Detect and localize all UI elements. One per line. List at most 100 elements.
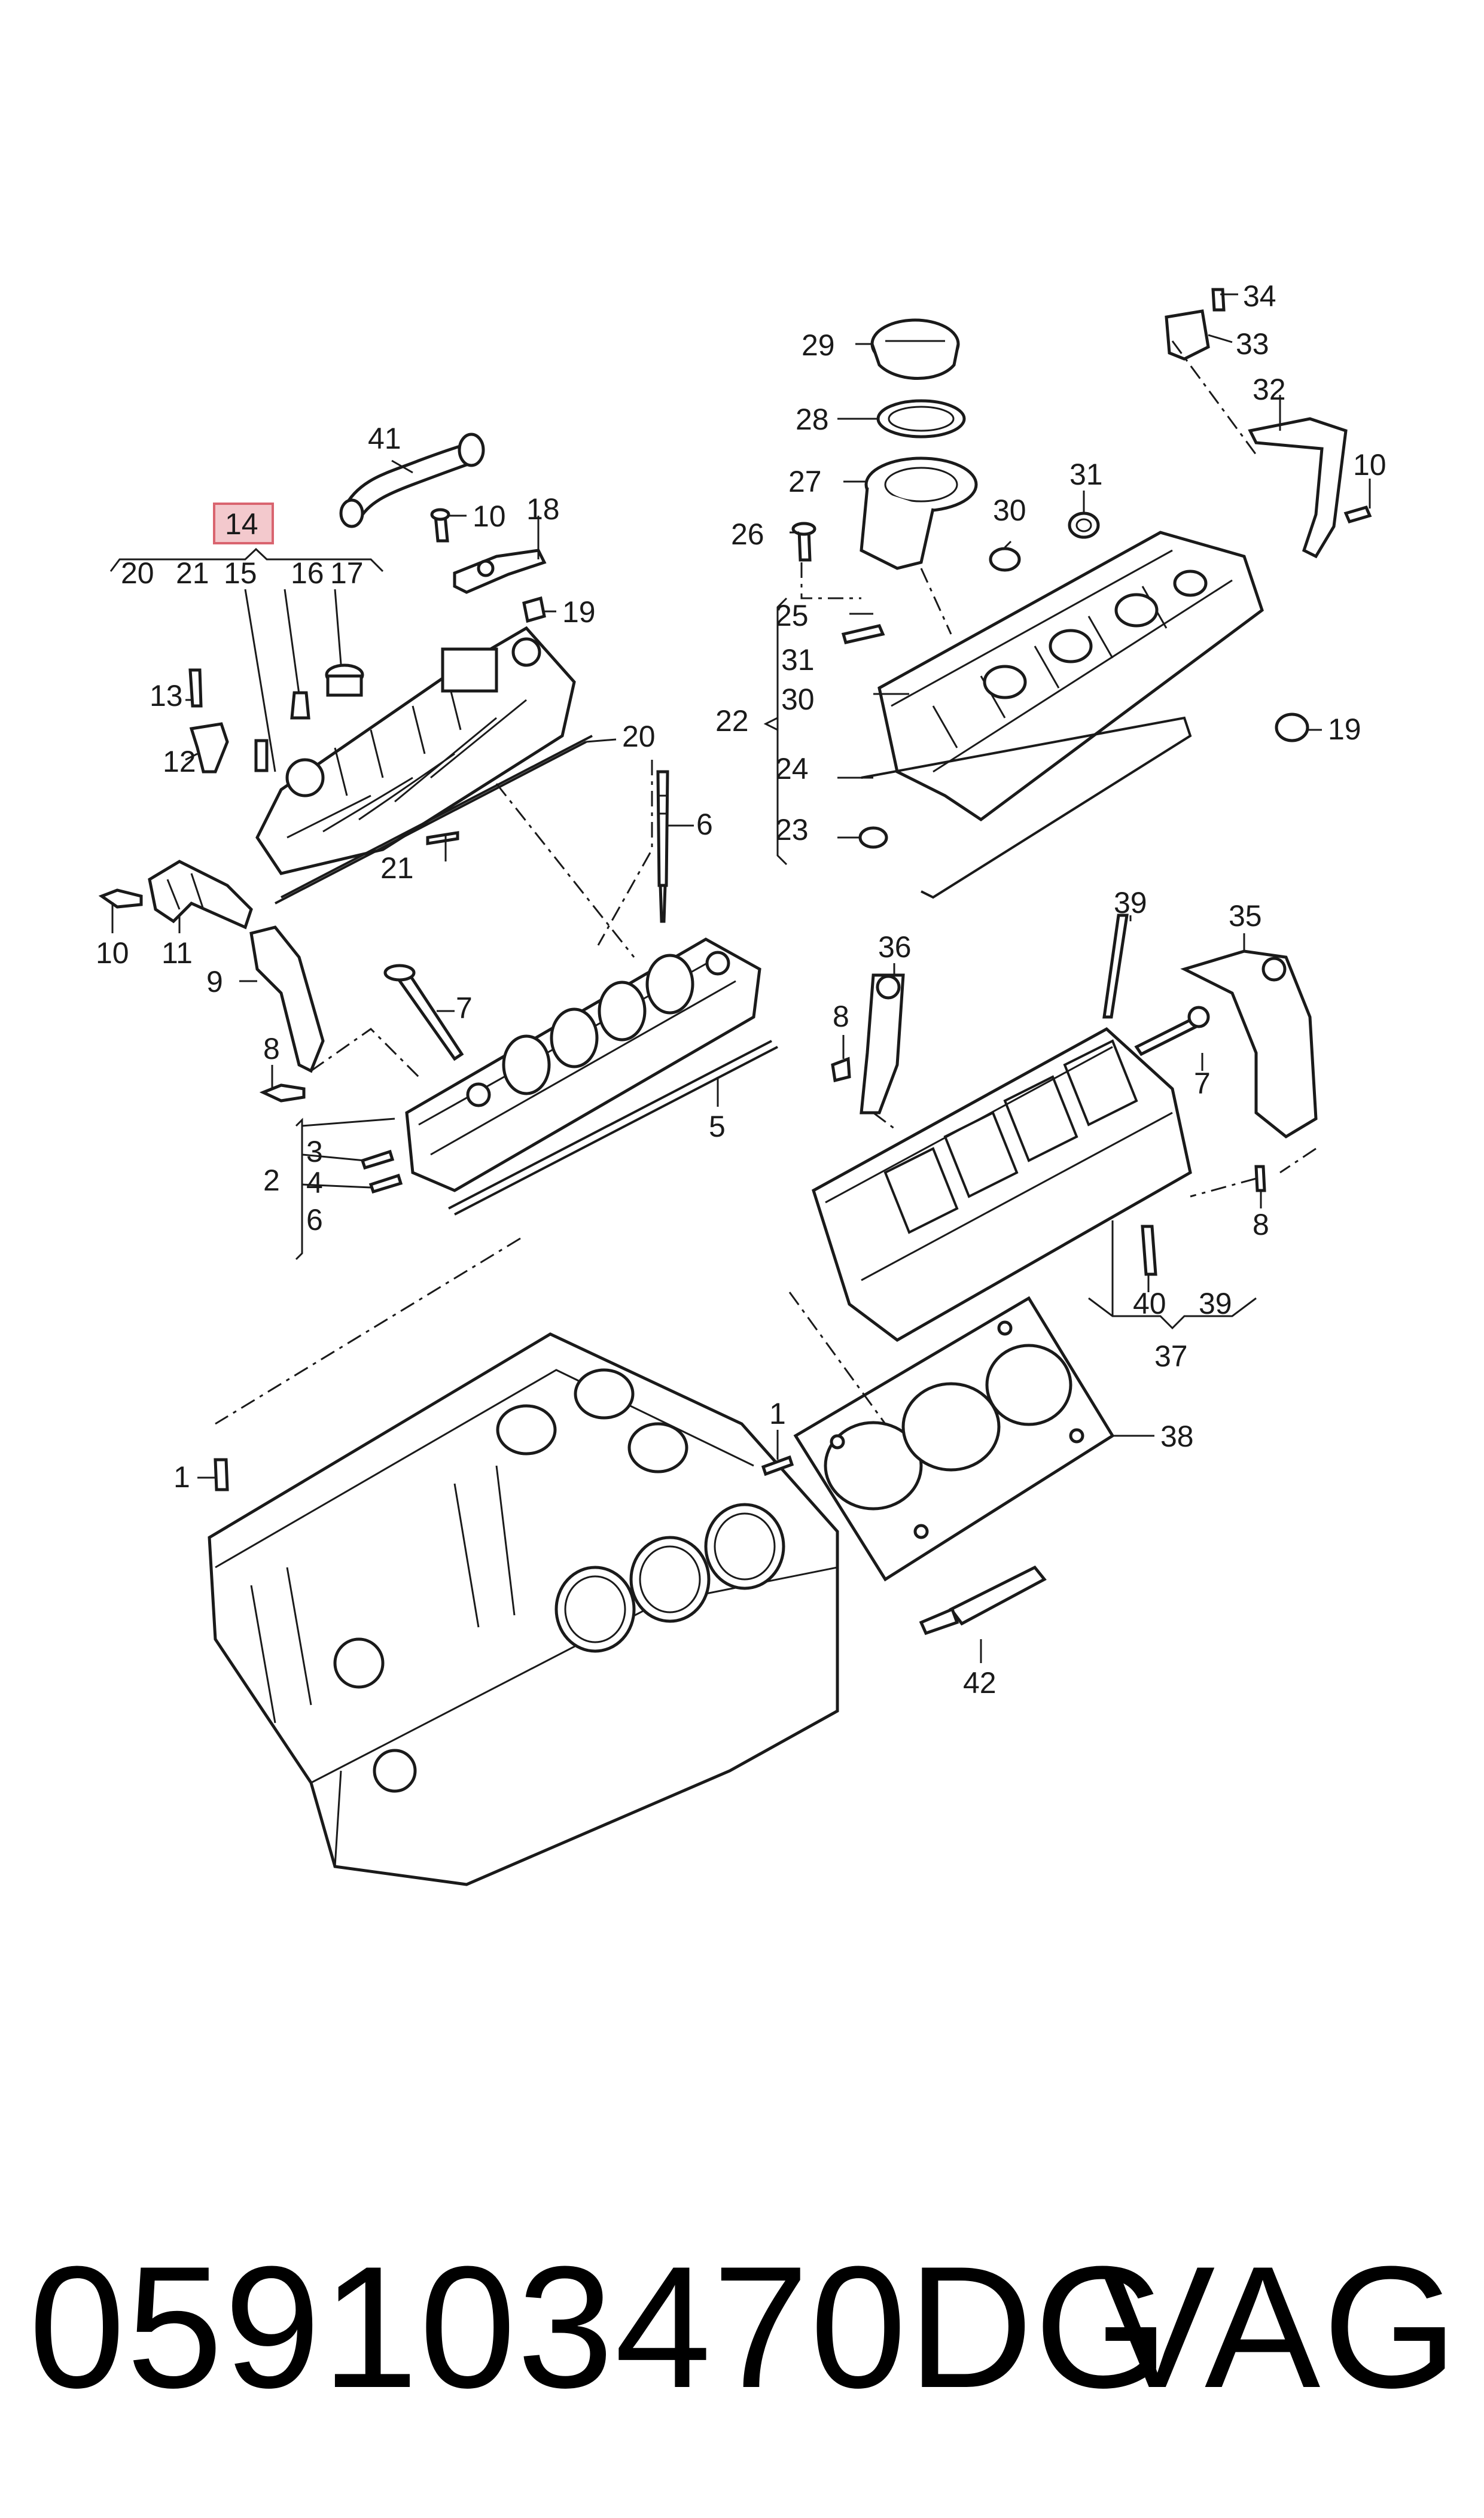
- timing-cover-35: [1180, 949, 1318, 1139]
- engine-block-group: [208, 1332, 839, 1886]
- callout-6[interactable]: 6: [306, 1203, 323, 1237]
- callout-38[interactable]: 38: [1160, 1420, 1194, 1453]
- callout-7[interactable]: 7: [1194, 1067, 1211, 1100]
- callout-15[interactable]: 15: [224, 556, 257, 590]
- brand-name: VAG: [1099, 2230, 1460, 2424]
- callout-3[interactable]: 3: [306, 1135, 323, 1168]
- callout-21[interactable]: 21: [176, 556, 209, 590]
- callout-8[interactable]: 8: [833, 1000, 849, 1033]
- callout-19[interactable]: 19: [1328, 713, 1361, 746]
- highlight-box-14: [213, 503, 274, 544]
- leader-lines: [109, 293, 1371, 1663]
- callout-16[interactable]: 16: [291, 556, 324, 590]
- bolt-8-cover: [1254, 1165, 1266, 1192]
- callout-1[interactable]: 1: [173, 1460, 190, 1494]
- bolt-10-right: [1343, 505, 1372, 524]
- callout-9[interactable]: 9: [206, 965, 223, 998]
- callout-5[interactable]: 5: [709, 1110, 726, 1143]
- cap-31: [1068, 511, 1100, 539]
- callout-labels: 14 41 10 18 20 21 15 16 17 19 13 12 20 6…: [96, 279, 1387, 1700]
- breather-hose-end: [458, 433, 485, 467]
- bolt-25: [841, 624, 885, 644]
- stud-3: [360, 1149, 395, 1170]
- callout-24[interactable]: 24: [775, 752, 809, 785]
- callout-33[interactable]: 33: [1236, 327, 1269, 361]
- left-valve-cover-group: [98, 433, 669, 930]
- callout-26[interactable]: 26: [731, 517, 764, 551]
- callout-22[interactable]: 22: [715, 704, 749, 738]
- bracket-32: [1248, 417, 1348, 559]
- assembly-lines: [215, 340, 1317, 1425]
- callout-17[interactable]: 17: [330, 556, 364, 590]
- callout-18[interactable]: 18: [526, 492, 560, 526]
- callout-32[interactable]: 32: [1253, 373, 1286, 406]
- callout-25[interactable]: 25: [775, 599, 809, 632]
- bracket-9: [249, 925, 325, 1073]
- callout-34[interactable]: 34: [1243, 279, 1276, 313]
- engine-block: [208, 1332, 839, 1886]
- callout-28[interactable]: 28: [796, 403, 829, 436]
- callout-31[interactable]: 31: [1069, 458, 1103, 491]
- callout-14[interactable]: 14: [225, 507, 258, 541]
- callout-13[interactable]: 13: [150, 679, 183, 713]
- callout-30[interactable]: 30: [993, 494, 1026, 527]
- plug-16: [290, 691, 310, 720]
- sealant-tube-42: [949, 1565, 1047, 1626]
- callout-31[interactable]: 31: [781, 643, 815, 677]
- left-cylinder-head-group: [249, 925, 778, 1216]
- callout-6[interactable]: 6: [696, 808, 713, 841]
- callout-39[interactable]: 39: [1199, 1287, 1232, 1320]
- callout-12[interactable]: 12: [163, 745, 196, 778]
- callout-23[interactable]: 23: [775, 813, 809, 847]
- callout-21[interactable]: 21: [380, 851, 414, 885]
- callout-2[interactable]: 2: [263, 1164, 280, 1197]
- glow-plug-39: [1102, 914, 1129, 1019]
- right-cylinder-head-group: [811, 914, 1318, 1342]
- seal-23: [858, 826, 888, 849]
- bracket-18: [453, 549, 547, 594]
- breather-hose-end: [339, 498, 364, 528]
- right-cylinder-head: [811, 1027, 1192, 1342]
- callout-29[interactable]: 29: [802, 328, 835, 362]
- callout-36[interactable]: 36: [878, 930, 912, 964]
- dowel-1-left: [214, 1458, 229, 1491]
- callout-10[interactable]: 10: [96, 936, 129, 970]
- sensor-33: [1165, 309, 1210, 361]
- callout-27[interactable]: 27: [788, 465, 822, 498]
- callout-7[interactable]: 7: [456, 991, 473, 1025]
- callout-19[interactable]: 19: [562, 595, 596, 629]
- callout-35[interactable]: 35: [1229, 899, 1262, 933]
- dowel-1-right: [761, 1455, 794, 1476]
- callout-40[interactable]: 40: [1133, 1287, 1166, 1320]
- callout-30[interactable]: 30: [781, 683, 815, 716]
- callout-8[interactable]: 8: [1253, 1208, 1269, 1241]
- right-valve-cover: [877, 531, 1264, 822]
- callout-37[interactable]: 37: [1154, 1339, 1188, 1373]
- stud-40: [1141, 1225, 1157, 1276]
- callout-1[interactable]: 1: [769, 1397, 786, 1430]
- cap-30: [989, 547, 1021, 572]
- bracket-36: [860, 973, 905, 1115]
- callout-20[interactable]: 20: [622, 720, 656, 753]
- callout-8[interactable]: 8: [263, 1032, 280, 1065]
- gasket-24: [861, 716, 1192, 899]
- callout-10[interactable]: 10: [473, 500, 506, 533]
- bolt-8-left: [259, 1083, 306, 1103]
- footer: 059103470DG VAG: [0, 2237, 1484, 2417]
- bolt-8-right: [831, 1056, 851, 1083]
- stud-4: [368, 1173, 403, 1194]
- gasket-5: [448, 1040, 772, 1210]
- callout-39[interactable]: 39: [1114, 886, 1147, 919]
- bolt-10-left: [98, 888, 143, 909]
- callout-11[interactable]: 11: [161, 936, 193, 970]
- seal-21: [426, 831, 459, 845]
- cap-19-right: [1275, 713, 1309, 742]
- head-bolt-7: [392, 972, 464, 1061]
- callout-10[interactable]: 10: [1353, 448, 1387, 482]
- callout-4[interactable]: 4: [306, 1166, 323, 1199]
- callout-41[interactable]: 41: [368, 422, 401, 455]
- callout-20[interactable]: 20: [121, 556, 154, 590]
- gasket-20: [275, 741, 587, 905]
- callout-42[interactable]: 42: [963, 1666, 997, 1700]
- bolt-34: [1211, 288, 1226, 312]
